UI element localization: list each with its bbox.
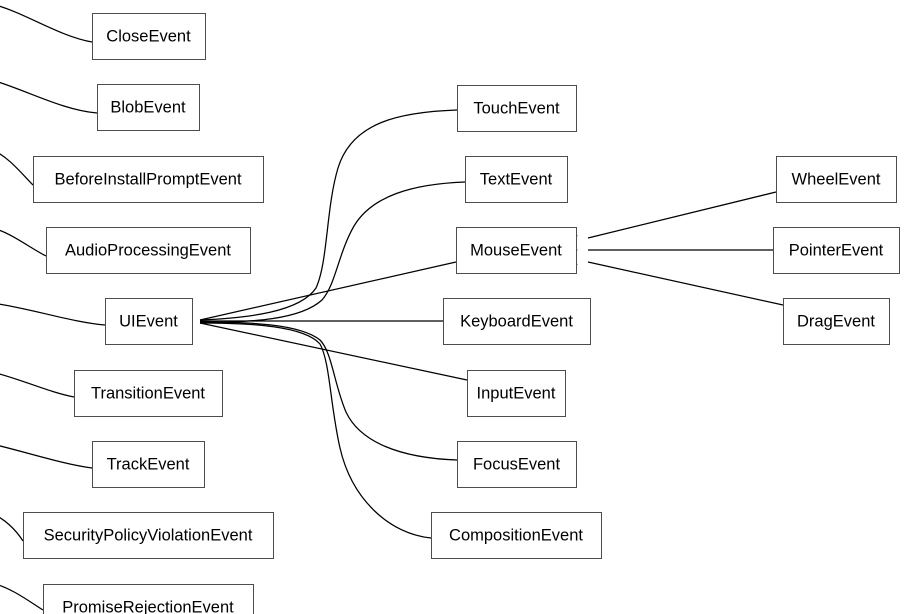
edge-focus-event-to-uievent <box>199 321 458 461</box>
node-box-transition-event[interactable] <box>73 369 224 418</box>
node-touch-event[interactable]: TouchEvent <box>456 84 578 133</box>
node-promise-rejection-event[interactable]: PromiseRejectionEvent <box>42 583 255 614</box>
edge-input-event-to-uievent <box>199 322 468 381</box>
node-before-install-prompt-event[interactable]: BeforeInstallPromptEvent <box>32 155 265 204</box>
edge-offscreen-left-to-uievent <box>0 303 106 326</box>
node-composition-event[interactable]: CompositionEvent <box>430 511 603 560</box>
node-transition-event[interactable]: TransitionEvent <box>73 369 224 418</box>
edge-wheel-event-to-mouse-event <box>587 191 777 239</box>
node-box-mouse-event[interactable] <box>455 226 578 275</box>
node-text-event[interactable]: TextEvent <box>464 155 569 204</box>
node-input-event[interactable]: InputEvent <box>466 369 567 418</box>
edge-offscreen-left-to-security-policy-violation-event <box>0 517 24 542</box>
node-box-audio-processing-event[interactable] <box>45 226 252 275</box>
node-focus-event[interactable]: FocusEvent <box>456 440 578 489</box>
node-box-pointer-event[interactable] <box>772 226 901 275</box>
edge-offscreen-left-to-transition-event <box>0 373 75 398</box>
node-box-input-event[interactable] <box>466 369 567 418</box>
edge-offscreen-left-to-track-event <box>0 445 93 469</box>
node-box-uievent[interactable] <box>104 297 194 346</box>
node-box-close-event[interactable] <box>91 12 207 61</box>
edge-offscreen-left-to-close-event <box>0 5 93 43</box>
node-box-keyboard-event[interactable] <box>442 297 592 346</box>
node-box-drag-event[interactable] <box>782 297 891 346</box>
edge-drag-event-to-mouse-event <box>587 261 784 306</box>
edge-offscreen-left-to-promise-rejection-event <box>0 584 44 611</box>
node-uievent[interactable]: UIEvent <box>104 297 194 346</box>
edge-offscreen-left-to-blob-event <box>0 81 98 114</box>
node-box-security-policy-violation-event[interactable] <box>22 511 275 560</box>
edge-offscreen-left-to-before-install-prompt-event <box>0 153 34 186</box>
node-wheel-event[interactable]: WheelEvent <box>775 155 898 204</box>
edge-composition-event-to-uievent <box>199 322 432 539</box>
node-box-focus-event[interactable] <box>456 440 578 489</box>
node-box-touch-event[interactable] <box>456 84 578 133</box>
nodes-layer: CloseEventBlobEventBeforeInstallPromptEv… <box>22 12 901 614</box>
node-mouse-event[interactable]: MouseEvent <box>455 226 578 275</box>
edge-touch-event-to-uievent <box>199 109 458 321</box>
node-box-wheel-event[interactable] <box>775 155 898 204</box>
node-box-track-event[interactable] <box>91 440 206 489</box>
node-drag-event[interactable]: DragEvent <box>782 297 891 346</box>
node-audio-processing-event[interactable]: AudioProcessingEvent <box>45 226 252 275</box>
node-blob-event[interactable]: BlobEvent <box>96 83 201 132</box>
node-box-before-install-prompt-event[interactable] <box>32 155 265 204</box>
node-keyboard-event[interactable]: KeyboardEvent <box>442 297 592 346</box>
node-box-promise-rejection-event[interactable] <box>42 583 255 614</box>
edge-text-event-to-uievent <box>199 181 466 324</box>
edges-layer <box>0 5 784 611</box>
edge-offscreen-left-to-audio-processing-event <box>0 229 47 257</box>
node-box-composition-event[interactable] <box>430 511 603 560</box>
node-box-blob-event[interactable] <box>96 83 201 132</box>
node-pointer-event[interactable]: PointerEvent <box>772 226 901 275</box>
node-close-event[interactable]: CloseEvent <box>91 12 207 61</box>
node-track-event[interactable]: TrackEvent <box>91 440 206 489</box>
edge-mouse-event-to-uievent <box>199 261 457 321</box>
node-security-policy-violation-event[interactable]: SecurityPolicyViolationEvent <box>22 511 275 560</box>
node-box-text-event[interactable] <box>464 155 569 204</box>
